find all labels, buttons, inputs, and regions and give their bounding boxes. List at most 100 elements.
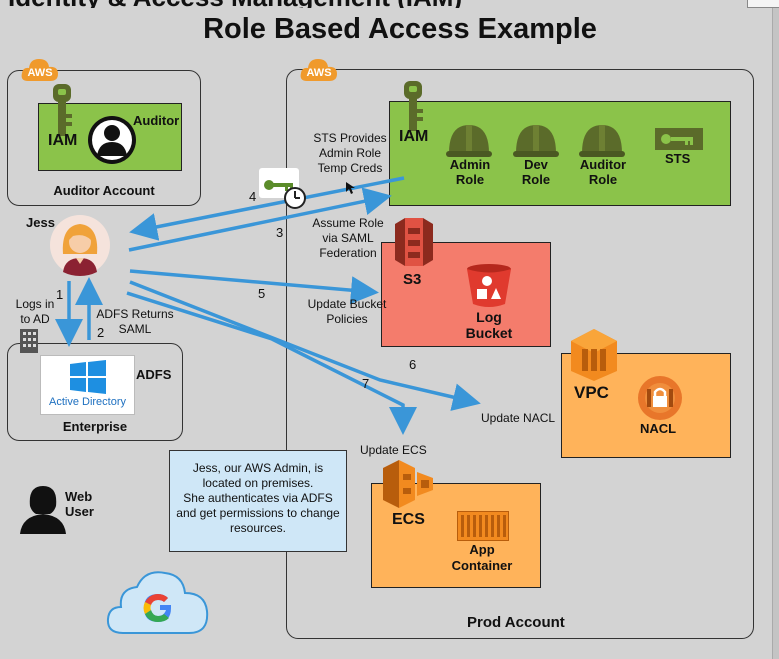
building-icon	[20, 329, 38, 358]
nacl-lock-icon	[636, 375, 684, 426]
annotation-line: Assume Role	[312, 216, 384, 230]
step-3-label: 3	[276, 225, 284, 240]
role-line-1: Admin	[449, 157, 491, 172]
update-bucket-annotation: Update Bucket Policies	[300, 297, 394, 327]
logs-in-annotation: Logs in to AD	[12, 297, 58, 327]
web-user-line-1: Web	[65, 489, 93, 504]
annotation-line: Admin Role	[318, 146, 382, 160]
arrow-7-update-ecs	[126, 291, 417, 435]
page-title: Role Based Access Example	[203, 13, 597, 45]
top-right-window-edge	[747, 0, 779, 8]
annotation-line: Logs in	[15, 297, 55, 311]
prod-account-box	[286, 69, 754, 639]
role-line-2: Role	[521, 172, 551, 187]
note-line: Jess, our AWS Admin, is	[192, 461, 324, 475]
hard-hat-icon	[513, 119, 559, 164]
log-bucket-icon	[465, 262, 513, 315]
arrow-6-update-nacl	[129, 280, 481, 411]
vertical-scrollbar[interactable]	[772, 8, 779, 659]
enterprise-label: Enterprise	[62, 419, 128, 434]
annotation-line: Update Bucket	[307, 297, 387, 311]
top-banner-text: Identity & Access Management (IAM)	[8, 0, 462, 8]
windows-logo-icon	[70, 360, 106, 394]
hard-hat-icon	[446, 119, 492, 164]
aws-badge-text: AWS	[27, 67, 52, 79]
s3-label: S3	[403, 271, 422, 288]
auditor-account-label: Auditor Account	[53, 183, 155, 198]
note-line: located on premises.	[202, 476, 314, 490]
assume-role-annotation: Assume Role via SAML Federation	[300, 216, 396, 261]
update-nacl-annotation: Update NACL	[481, 411, 556, 425]
user-avatar-icon	[87, 114, 137, 171]
arrow-5-update-bucket	[129, 269, 379, 305]
annotation-line: Policies	[326, 312, 368, 326]
top-banner: Identity & Access Management (IAM)	[0, 0, 779, 8]
aws-cloud-icon: AWS	[299, 55, 339, 88]
jess-avatar	[49, 214, 111, 281]
iam-key-icon	[399, 77, 427, 142]
note-line: resources.	[229, 521, 287, 535]
step-1-label: 1	[56, 287, 64, 302]
ecs-icon	[379, 458, 437, 515]
annotation-line: Federation	[319, 246, 377, 260]
google-cloud-icon	[105, 563, 211, 644]
note-line: and get permissions to change	[176, 506, 340, 520]
iam-key-icon	[48, 80, 76, 147]
enterprise-box	[7, 343, 183, 441]
prod-iam-label: IAM	[399, 128, 429, 145]
aws-badge-text: AWS	[306, 67, 331, 79]
ecs-label: ECS	[392, 511, 425, 528]
role-line-1: Dev	[524, 157, 548, 172]
prod-iam-box	[389, 101, 731, 206]
app-container-label: App Container	[440, 542, 524, 574]
bucket-line-1: Log	[476, 309, 502, 325]
step-4-label: 4	[249, 189, 257, 204]
auditor-account-box	[7, 70, 201, 206]
vpc-icon	[569, 327, 619, 388]
container-line-2: Container	[451, 558, 513, 573]
temp-credentials-icon	[259, 168, 309, 215]
container-line-1: App	[469, 542, 495, 557]
s3-bucket-icon	[391, 214, 437, 275]
auditor-iam-label: IAM	[48, 132, 78, 149]
log-bucket-label: Log Bucket	[458, 309, 520, 341]
description-note: Jess, our AWS Admin, is located on premi…	[169, 450, 347, 552]
arrow-3-assume-role	[128, 187, 392, 252]
nacl-label: NACL	[640, 421, 677, 436]
web-user-label: Web User	[65, 489, 94, 519]
step-7-label: 7	[362, 376, 370, 391]
cursor-icon	[346, 181, 355, 199]
step-2-label: 2	[97, 325, 105, 340]
active-directory-logo: Active Directory	[40, 355, 135, 415]
annotation-line: SAML	[118, 322, 152, 336]
annotation-line: STS Provides	[313, 131, 387, 145]
annotation-line: to AD	[20, 312, 50, 326]
annotation-line: Temp Creds	[317, 161, 383, 175]
sts-label: STS	[665, 151, 691, 166]
role-line-2: Role	[455, 172, 485, 187]
sts-provides-annotation: STS Provides Admin Role Temp Creds	[302, 131, 398, 176]
annotation-line: ADFS Returns	[96, 307, 174, 321]
step-5-label: 5	[258, 286, 266, 301]
role-line-1: Auditor	[579, 157, 627, 172]
note-line: She authenticates via ADFS	[183, 491, 333, 505]
vpc-label: VPC	[574, 383, 609, 402]
adfs-label: ADFS	[136, 367, 172, 382]
hard-hat-icon	[579, 119, 625, 164]
auditor-role-label: Auditor Role	[570, 157, 636, 187]
active-directory-text: Active Directory	[48, 396, 127, 408]
adfs-returns-annotation: ADFS Returns SAML	[92, 307, 178, 337]
role-line-2: Role	[588, 172, 618, 187]
sts-key-icon	[655, 128, 703, 155]
web-user-icon	[20, 484, 66, 539]
prod-account-label: Prod Account	[467, 614, 565, 631]
bucket-line-2: Bucket	[465, 325, 513, 341]
admin-role-label: Admin Role	[440, 157, 500, 187]
arrow-4-sts-creds	[129, 176, 405, 241]
jess-label: Jess	[26, 215, 55, 230]
annotation-line: via SAML	[322, 231, 374, 245]
web-user-line-2: User	[65, 504, 94, 519]
step-6-label: 6	[409, 357, 417, 372]
